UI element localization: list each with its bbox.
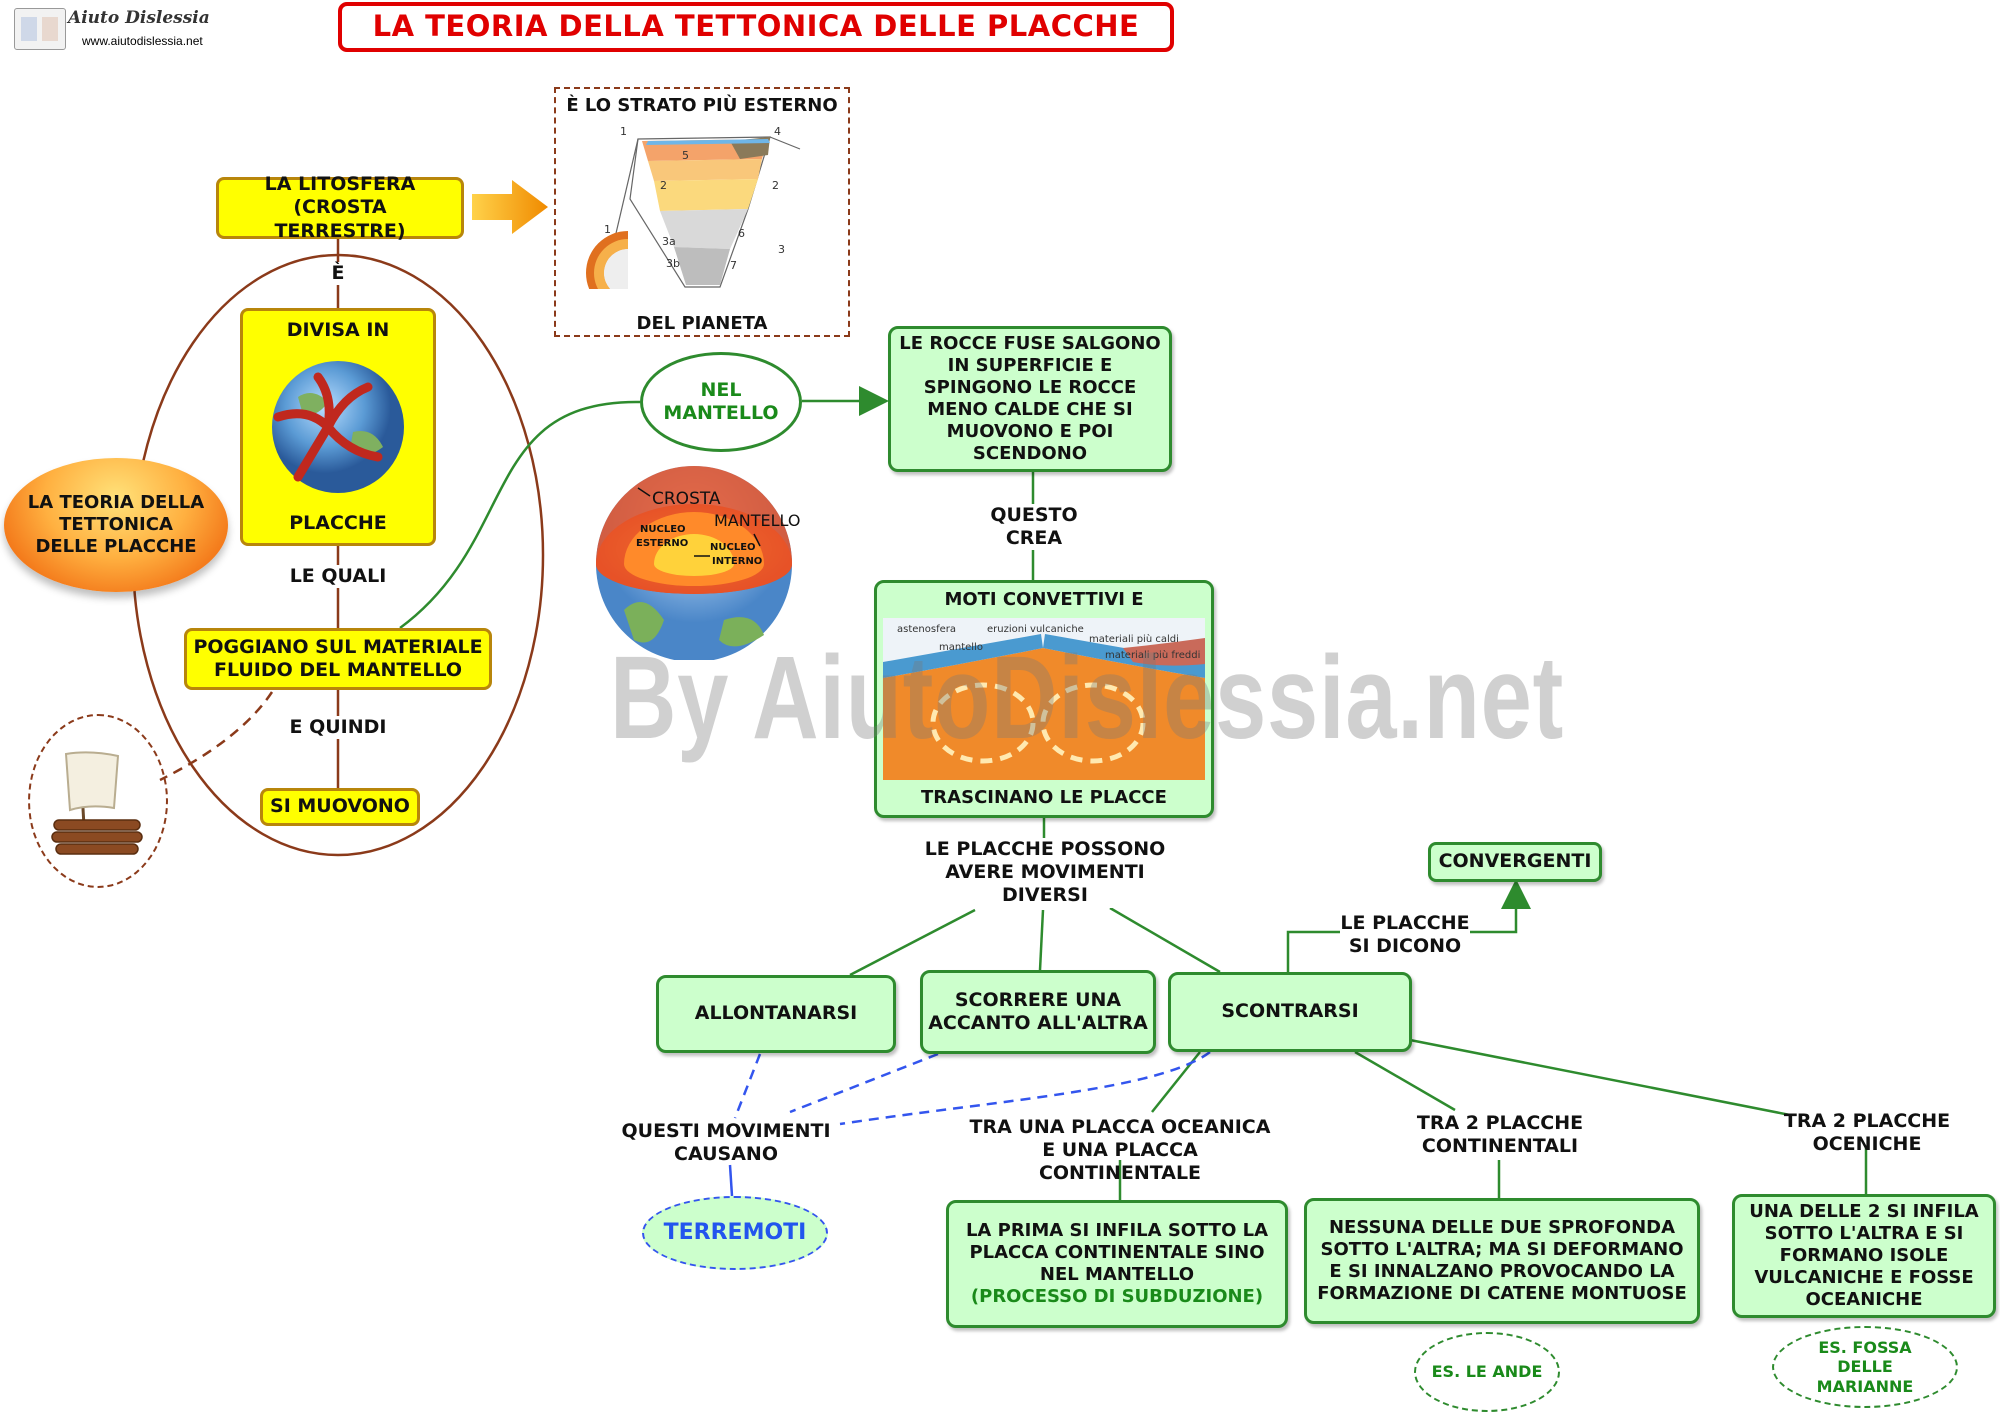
layers-box: È LO STRATO PIÙ ESTERNO 1 4 5 2 2 1 6 3a 3 3b…	[554, 87, 850, 337]
moti-top-text: MOTI CONVETTIVI E	[944, 589, 1144, 610]
case3-node[interactable]: UNA DELLE 2 SI INFILA SOTTO L'ALTRA E SI…	[1732, 1194, 1996, 1318]
central-node[interactable]: LA TEORIA DELLA TETTONICA DELLE PLACCHE	[4, 458, 228, 592]
allontanarsi-text: ALLONTANARSI	[694, 1002, 858, 1025]
case2-label: TRA 2 PLACCHE CONTINENTALI	[1416, 1112, 1584, 1158]
page-title-text: LA TEORIA DELLA TETTONICA DELLE PLACCHE	[372, 9, 1140, 44]
scontrarsi-node[interactable]: SCONTRARSI	[1168, 972, 1412, 1052]
case3-text: UNA DELLE 2 SI INFILA SOTTO L'ALTRA E SI…	[1749, 1201, 1979, 1310]
case2-node[interactable]: NESSUNA DELLE DUE SPROFONDA SOTTO L'ALTR…	[1304, 1198, 1700, 1324]
litosfera-text: LA LITOSFERA (CROSTA TERRESTRE)	[264, 173, 416, 242]
svg-text:materiali più caldi: materiali più caldi	[1089, 633, 1179, 645]
convergenti-text: CONVERGENTI	[1438, 850, 1592, 873]
terremoti-node[interactable]: TERREMOTI	[642, 1196, 828, 1270]
case2-text: NESSUNA DELLE DUE SPROFONDA SOTTO L'ALTR…	[1317, 1217, 1687, 1304]
poggiano-text: POGGIANO SUL MATERIALE FLUIDO DEL MANTEL…	[193, 635, 483, 681]
orange-arrow-icon	[472, 180, 548, 234]
terremoti-text: TERREMOTI	[663, 1219, 807, 1245]
si-muovono-node[interactable]: SI MUOVONO	[260, 788, 420, 826]
case3-label: TRA 2 PLACCHE OCENICHE	[1783, 1110, 1951, 1156]
svg-text:6: 6	[738, 227, 745, 240]
svg-text:2: 2	[660, 179, 667, 192]
logo-url: www.aiutodislessia.net	[82, 34, 203, 48]
svg-text:NUCLEO: NUCLEO	[710, 542, 756, 553]
watermark: By AiutoDislessia.net	[610, 632, 1565, 764]
crosta-label: CROSTA	[652, 489, 721, 509]
layers-top-text: È LO STRATO PIÙ ESTERNO	[566, 95, 838, 116]
mantello-label: MANTELLO	[714, 511, 800, 530]
scontrarsi-text: SCONTRARSI	[1221, 1000, 1359, 1023]
raft-illustration	[28, 714, 168, 888]
case1-note: (PROCESSO DI SUBDUZIONE)	[970, 1285, 1264, 1307]
svg-text:eruzioni vulcaniche: eruzioni vulcaniche	[987, 624, 1084, 635]
svg-text:mantello: mantello	[939, 642, 983, 653]
case1-label: TRA UNA PLACCA OCEANICA E UNA PLACCA CON…	[969, 1116, 1271, 1185]
raft-icon	[51, 751, 143, 855]
svg-text:INTERNO: INTERNO	[712, 556, 762, 567]
si-muovono-text: SI MUOVONO	[270, 795, 410, 818]
moti-bottom-text: TRASCINANO LE PLACCE	[921, 787, 1167, 809]
poggiano-node[interactable]: POGGIANO SUL MATERIALE FLUIDO DEL MANTEL…	[184, 628, 492, 690]
book-icon	[14, 8, 66, 50]
page-title: LA TEORIA DELLA TETTONICA DELLE PLACCHE	[338, 2, 1174, 52]
svg-text:2: 2	[772, 179, 779, 192]
svg-text:3a: 3a	[662, 235, 676, 248]
svg-text:5: 5	[682, 149, 689, 162]
svg-text:3b: 3b	[666, 257, 680, 270]
central-node-text: LA TEORIA DELLA TETTONICA DELLE PLACCHE	[27, 492, 205, 557]
rocce-fuse-node[interactable]: LE ROCCE FUSE SALGONO IN SUPERFICIE E SP…	[888, 326, 1172, 472]
svg-text:astenosfera: astenosfera	[897, 624, 956, 635]
svg-text:1: 1	[620, 125, 627, 138]
scorrere-node[interactable]: SCORRERE UNA ACCANTO ALL'ALTRA	[920, 970, 1156, 1054]
svg-text:4: 4	[774, 125, 781, 138]
earth-layers-diagram: 1 4 5 2 2 1 6 3a 3 3b 7	[586, 125, 801, 289]
layers-bottom-text: DEL PIANETA	[636, 313, 768, 334]
case3-example-text: ES. FOSSA DELLE MARIANNE	[1816, 1337, 1914, 1396]
link-e-quindi: E QUINDI	[280, 716, 396, 740]
nel-mantello-text: NEL MANTELLO	[663, 378, 779, 424]
litosfera-node[interactable]: LA LITOSFERA (CROSTA TERRESTRE)	[216, 173, 464, 242]
case3-example[interactable]: ES. FOSSA DELLE MARIANNE	[1772, 1326, 1958, 1408]
cracked-globe-icon	[272, 361, 404, 493]
scorrere-text: SCORRERE UNA ACCANTO ALL'ALTRA	[928, 988, 1148, 1034]
svg-text:7: 7	[730, 259, 737, 272]
link-e: È	[326, 262, 350, 286]
case2-example[interactable]: ES. LE ANDE	[1414, 1332, 1560, 1412]
case2-example-text: ES. LE ANDE	[1431, 1362, 1543, 1382]
svg-text:1: 1	[604, 223, 611, 236]
case1-node[interactable]: LA PRIMA SI INFILA SOTTO LA PLACCA CONTI…	[946, 1200, 1288, 1328]
link-le-quali: LE QUALI	[280, 565, 396, 589]
logo-text: Aiuto Dislessia	[68, 8, 210, 28]
rocce-fuse-text: LE ROCCE FUSE SALGONO IN SUPERFICIE E SP…	[899, 333, 1161, 464]
divisa-in-node[interactable]: DIVISA IN PLACCHE	[240, 308, 436, 546]
svg-text:NUCLEO: NUCLEO	[640, 524, 686, 535]
causano-label: QUESTI MOVIMENTI CAUSANO	[621, 1120, 831, 1166]
convection-diagram: astenosfera mantello eruzioni vulcaniche…	[883, 618, 1205, 780]
allontanarsi-node[interactable]: ALLONTANARSI	[656, 975, 896, 1053]
convergenti-node[interactable]: CONVERGENTI	[1428, 842, 1602, 882]
earth-cutaway-image: CROSTA MANTELLO NUCLEO ESTERNO NUCLEO IN…	[596, 466, 800, 660]
svg-text:ESTERNO: ESTERNO	[636, 538, 688, 549]
svg-text:materiali più freddi: materiali più freddi	[1105, 649, 1200, 661]
divisa-in-text: DIVISA IN	[286, 319, 390, 341]
moti-convettivi-node[interactable]: MOTI CONVETTIVI E astenosfera mantello e…	[874, 580, 1214, 818]
link-si-dicono: LE PLACCHE SI DICONO	[1340, 912, 1470, 959]
placche-text: PLACCHE	[289, 511, 387, 534]
case1-text: LA PRIMA SI INFILA SOTTO LA PLACCA CONTI…	[965, 1220, 1269, 1285]
svg-text:3: 3	[778, 243, 785, 256]
logo[interactable]: Aiuto Dislessia www.aiutodislessia.net	[14, 6, 210, 50]
link-questo-crea: QUESTO CREA	[980, 504, 1088, 551]
movements-intro: LE PLACCHE POSSONO AVERE MOVIMENTI DIVER…	[920, 838, 1170, 908]
nel-mantello-node[interactable]: NEL MANTELLO	[640, 352, 802, 452]
